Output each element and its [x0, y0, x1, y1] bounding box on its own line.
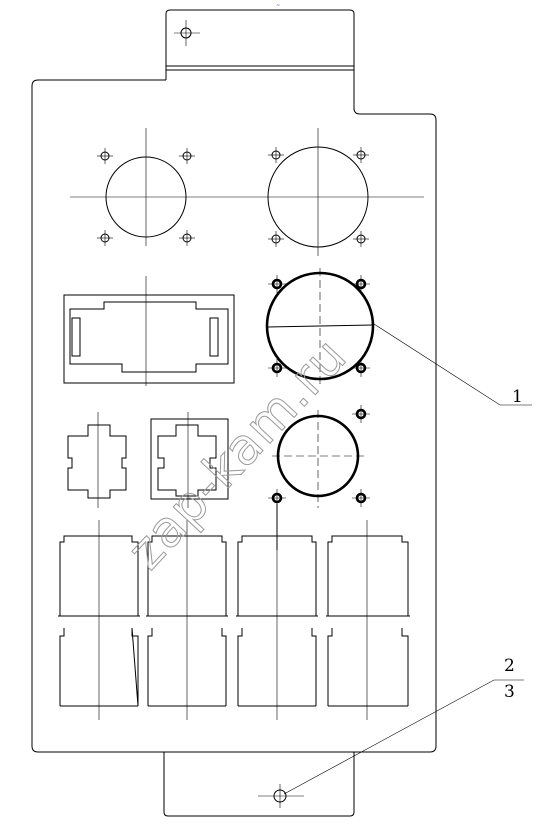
top-mounting-tab: [165, 9, 355, 110]
callout-1-label: 1: [512, 387, 523, 407]
callout-1-leader: [373, 323, 532, 406]
callout-3-label: 3: [504, 682, 515, 702]
panel-outline: [31, 79, 437, 753]
screw-hole-icon: [352, 359, 370, 377]
cross-cutout-right: [150, 412, 229, 508]
screw-hole-icon: [97, 230, 113, 246]
screw-hole-icon: [268, 147, 284, 163]
screw-hole-icon: [352, 405, 370, 423]
terminal-cutout-row-top: [58, 535, 410, 617]
rectangular-connector: [63, 276, 235, 386]
bottom-mounting-tab: [163, 752, 355, 817]
bottom-mounting-hole: [258, 784, 304, 808]
screw-hole-icon: [179, 230, 195, 246]
callout-2-3-leader: [283, 679, 524, 795]
round-connector-item-1: [265, 268, 375, 386]
screw-hole-icon: [268, 275, 286, 293]
round-connector-large: [267, 128, 369, 256]
top-mark: ~: [276, 3, 280, 9]
screw-hole-icon: [352, 489, 370, 507]
round-connector-small: [97, 128, 195, 246]
screw-hole-icon: [179, 148, 195, 164]
cross-cutout-left: [67, 412, 127, 508]
top-mounting-hole: [174, 20, 200, 46]
screw-hole-icon: [353, 231, 369, 247]
screw-hole-icon: [97, 148, 113, 164]
screw-hole-icon: [352, 275, 370, 293]
terminal-centerlines: [98, 520, 368, 720]
screw-hole-icon: [268, 359, 286, 377]
callout-2-label: 2: [504, 656, 515, 676]
screw-hole-icon: [268, 231, 284, 247]
watermark-text: zap-kam.ru: [116, 327, 358, 580]
terminal-cutout-row-bottom: [59, 627, 409, 707]
screw-hole-icon: [353, 147, 369, 163]
